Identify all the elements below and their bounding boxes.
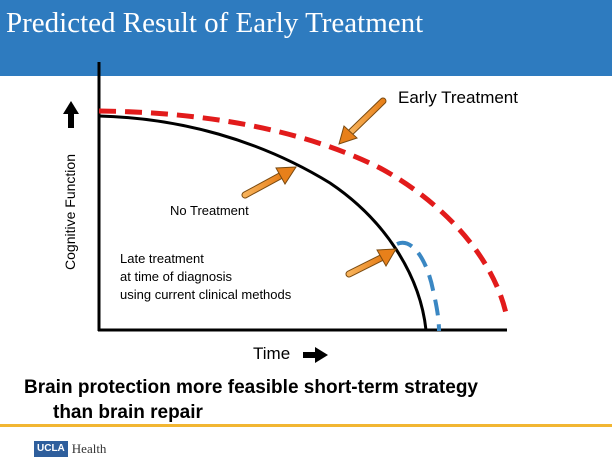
- y-axis-up-arrow-icon: [63, 101, 79, 128]
- x-axis-label: Time: [253, 344, 291, 363]
- late-treatment-label-line: Late treatment: [120, 251, 204, 266]
- late-treatment-label-line: using current clinical methods: [120, 287, 292, 302]
- takeaway-line: Brain protection more feasible short-ter…: [24, 377, 478, 398]
- ucla-health-logo: UCLA Health: [34, 441, 106, 457]
- time-right-arrow-icon: [303, 347, 328, 363]
- early-treatment-label: Early Treatment: [398, 88, 518, 107]
- footer-rule: [0, 424, 612, 427]
- takeaway-line: than brain repair: [53, 402, 203, 423]
- logo-box-text: UCLA: [34, 441, 68, 457]
- late-treatment-curve: [396, 240, 441, 332]
- y-axis-label: Cognitive Function: [62, 154, 78, 270]
- late-treatment-label: Late treatment at time of diagnosis usin…: [120, 250, 291, 304]
- no-treatment-label: No Treatment: [170, 203, 249, 218]
- late-treatment-pointer-arrow-icon: [345, 248, 397, 278]
- late-treatment-label-line: at time of diagnosis: [120, 269, 233, 284]
- early-treatment-curve: [98, 108, 510, 319]
- no-treatment-curve: [98, 114, 428, 331]
- early-treatment-pointer-arrow-icon: [338, 97, 387, 145]
- no-treatment-pointer-arrow-icon: [241, 166, 297, 199]
- takeaway-text: Brain protection more feasible short-ter…: [24, 375, 478, 425]
- title-bar: Predicted Result of Early Treatment: [0, 0, 612, 76]
- slide-title: Predicted Result of Early Treatment: [6, 7, 424, 39]
- logo-word-text: Health: [71, 441, 107, 456]
